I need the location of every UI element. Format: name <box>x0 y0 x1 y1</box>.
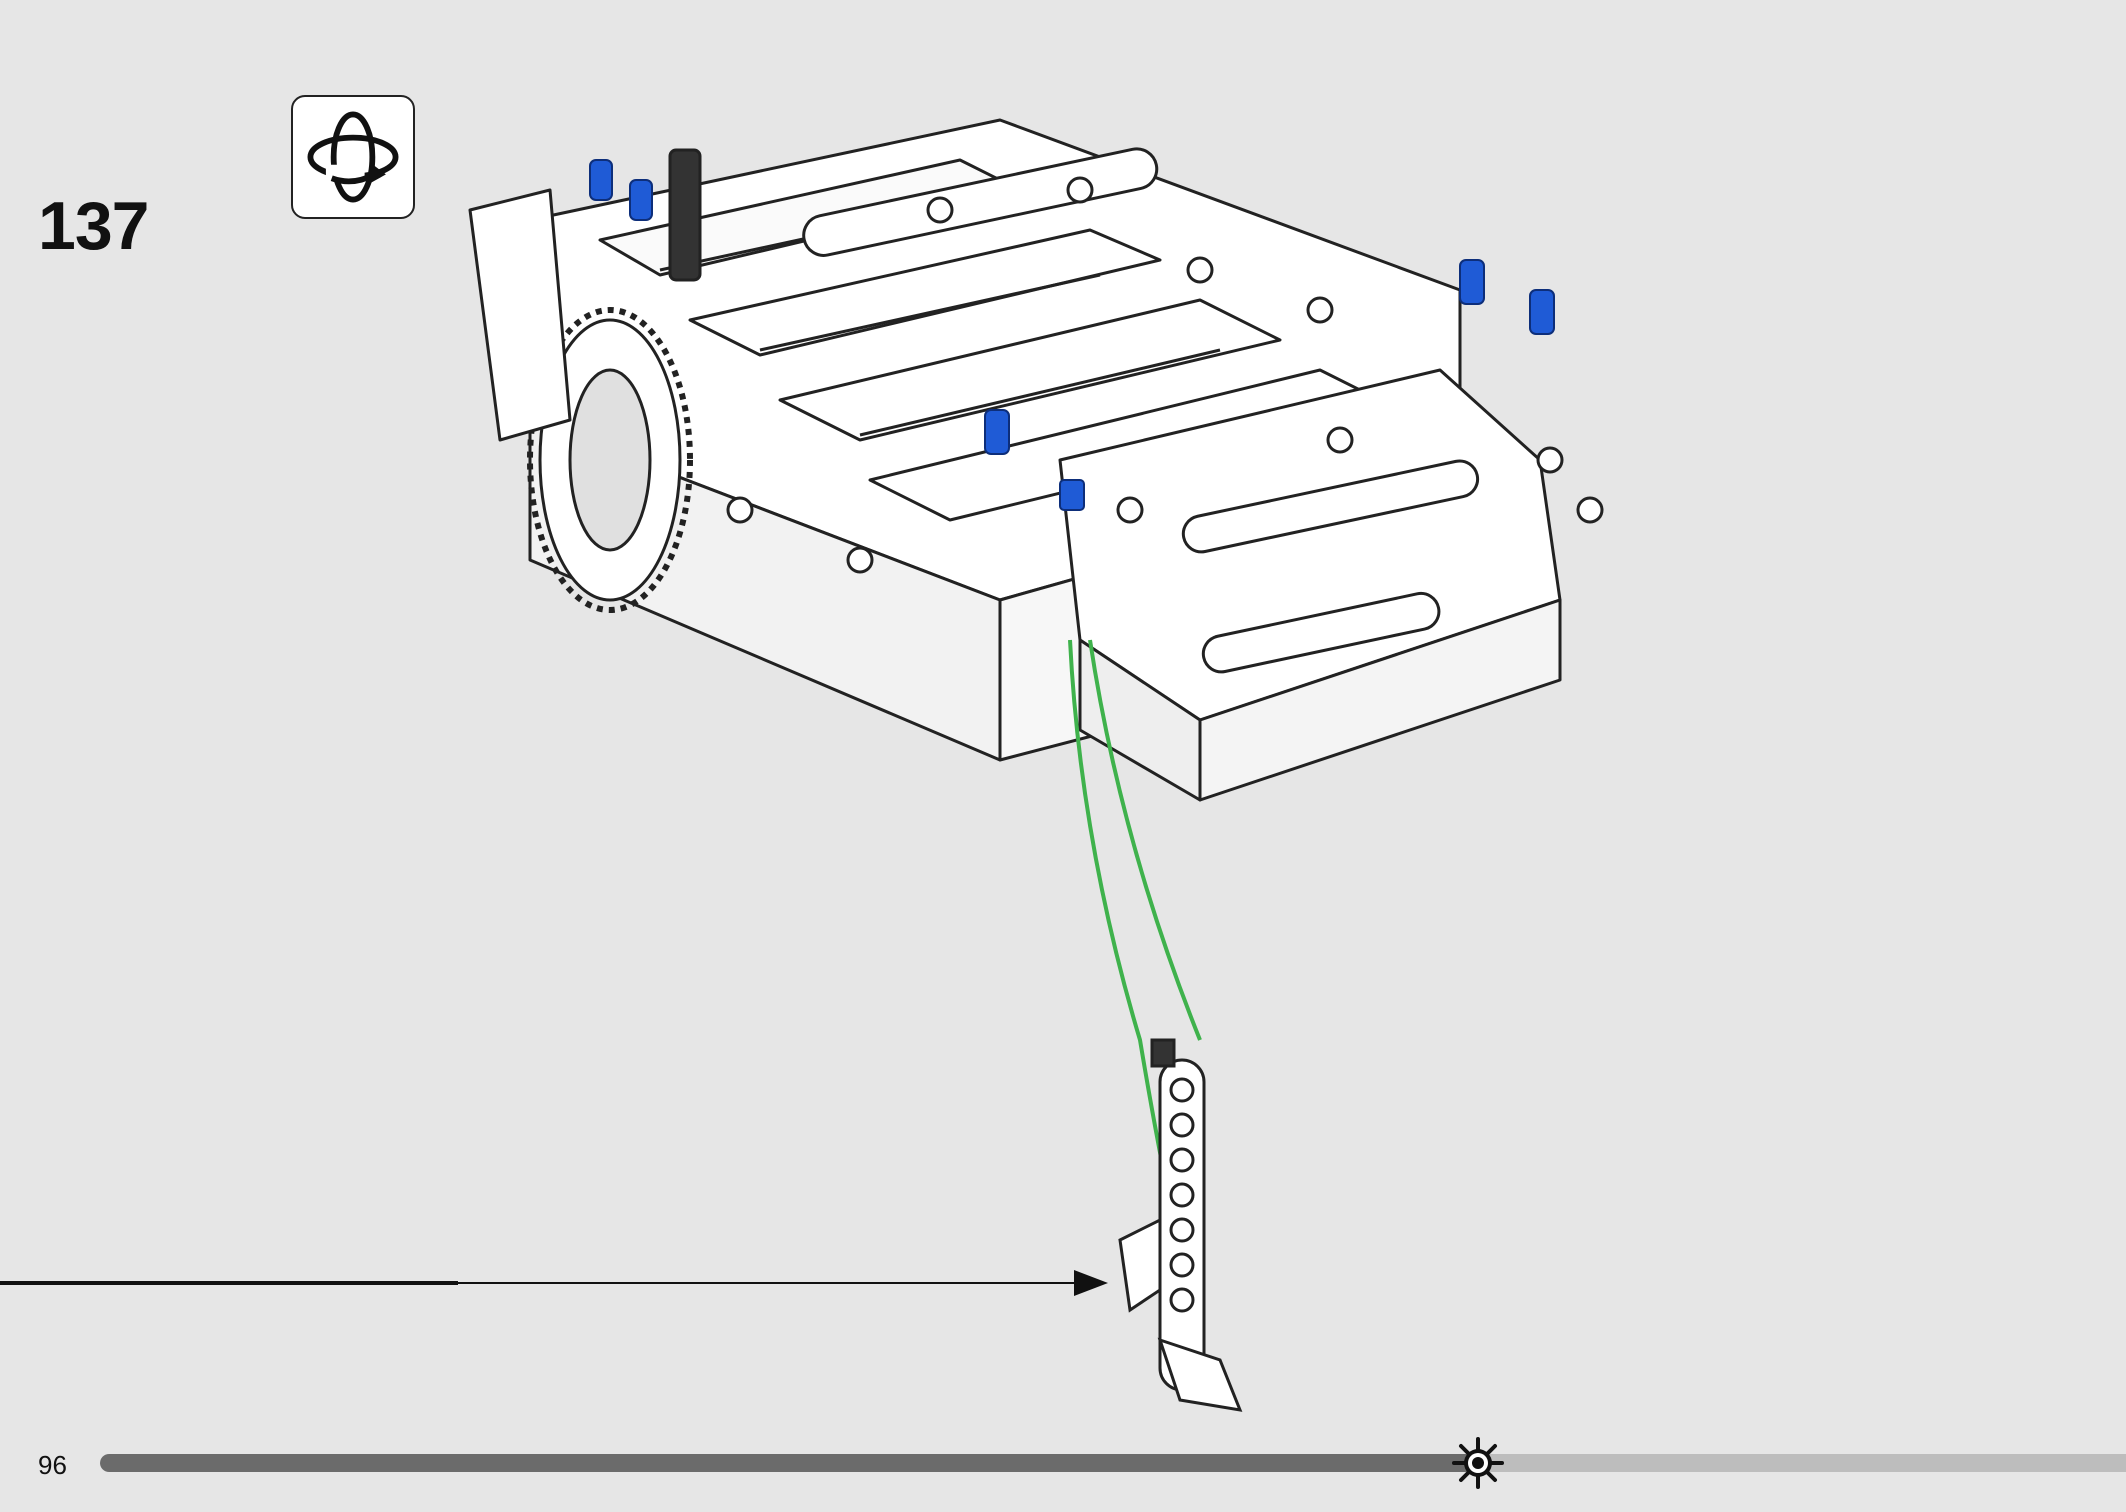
pointer-line <box>0 1282 1080 1284</box>
rotate-model-icon <box>291 95 415 219</box>
pointer-arrow-head <box>1074 1270 1108 1296</box>
gear-icon <box>1451 1436 1505 1490</box>
progress-bar <box>100 1454 2126 1472</box>
step-number: 137 <box>38 188 149 264</box>
page-number: 96 <box>38 1450 67 1480</box>
assembly-illustration <box>468 118 1604 1412</box>
pointer-line-thick <box>0 1281 458 1285</box>
progress-bar-fill <box>100 1454 1478 1472</box>
